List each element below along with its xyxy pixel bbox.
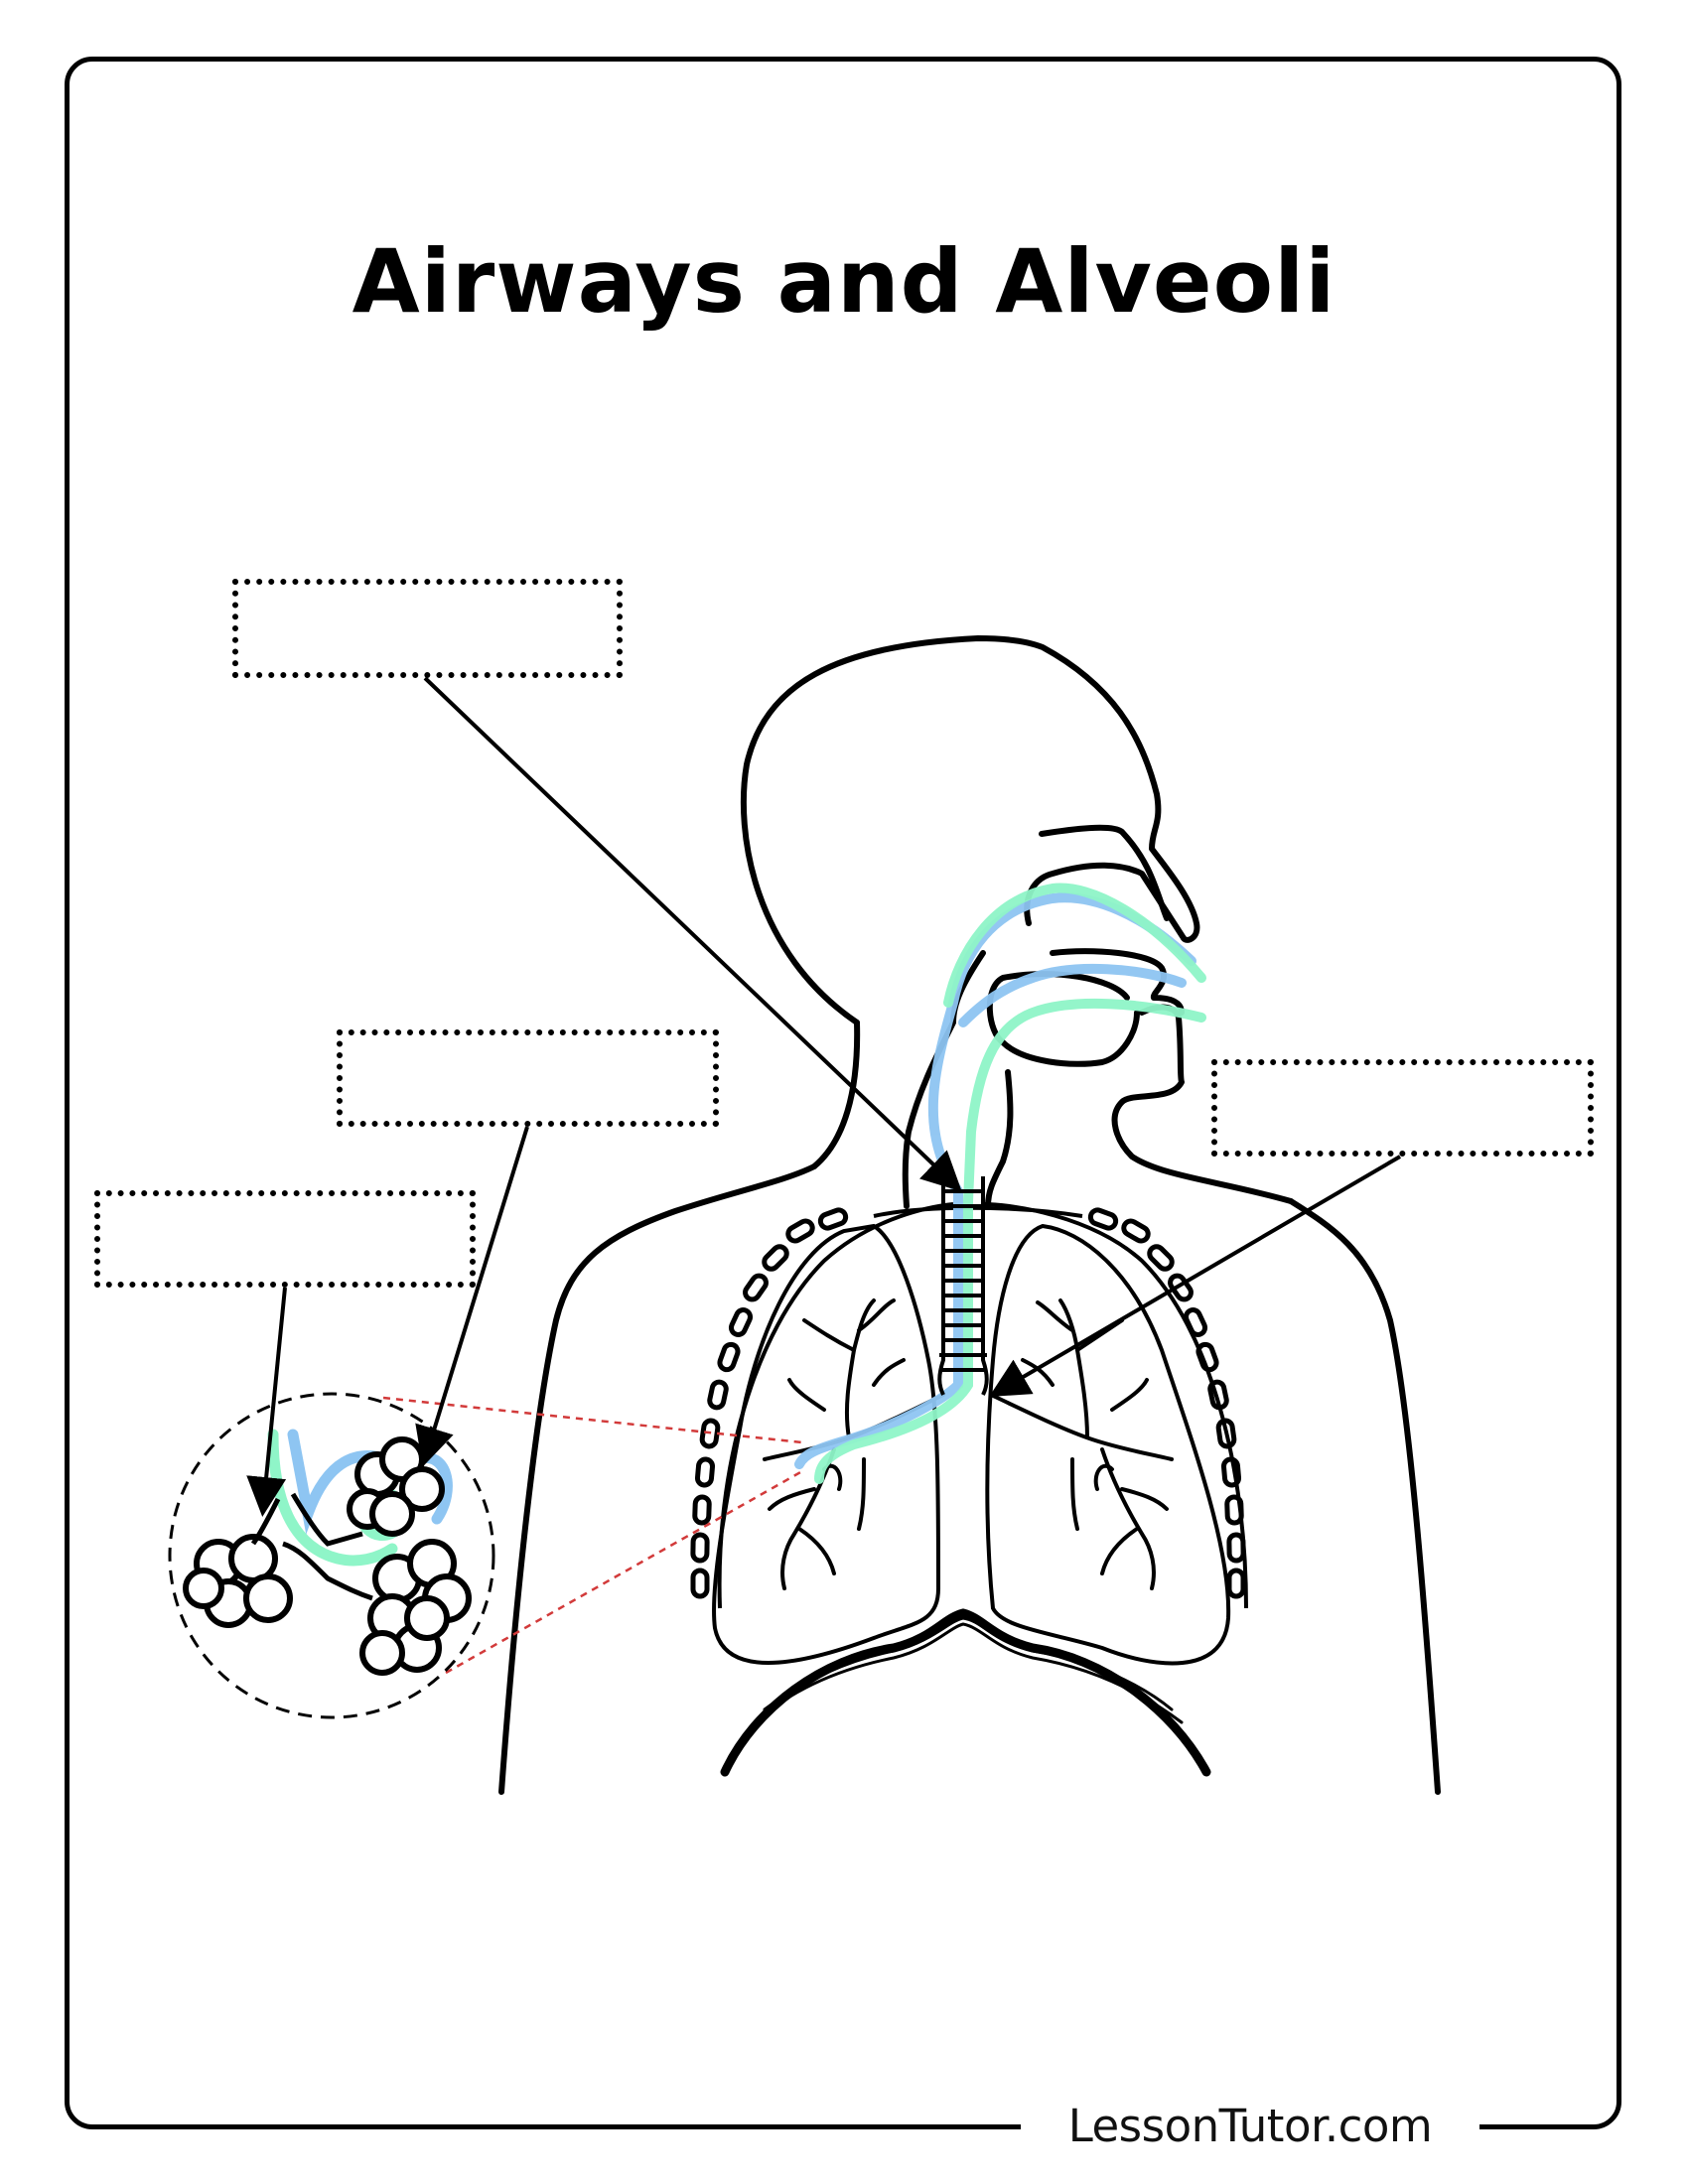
- alveoli-inset: [168, 1392, 495, 1719]
- diaphragm: [720, 1608, 1211, 1777]
- label-box-right[interactable]: [1211, 1059, 1594, 1157]
- label-arrows: [246, 676, 1402, 1517]
- label-box-middle-left[interactable]: [337, 1029, 719, 1127]
- arrow-to-bronchiole: [246, 1287, 287, 1517]
- footer-gap: [1021, 2115, 1479, 2144]
- arrow-to-trachea: [423, 676, 962, 1192]
- inset-circle: [168, 1392, 495, 1719]
- head-outline: [740, 635, 1294, 1209]
- label-box-top-left[interactable]: [232, 579, 623, 678]
- left-lung: [712, 1223, 941, 1665]
- trachea: [937, 1176, 989, 1396]
- airflow-path-blue: [794, 892, 1196, 1469]
- torso-outline: [498, 1163, 1441, 1795]
- zoom-connector-lines: [382, 1396, 803, 1675]
- label-box-lower-left[interactable]: [94, 1190, 476, 1288]
- page-title: Airways and Alveoli: [352, 230, 1336, 333]
- arrow-to-bronchus: [989, 1155, 1402, 1398]
- footer-brand: LessonTutor.com: [1067, 2100, 1433, 2152]
- worksheet-border: [65, 57, 1621, 2129]
- airflow-path-green: [814, 883, 1206, 1484]
- arrow-to-alveoli: [415, 1126, 529, 1467]
